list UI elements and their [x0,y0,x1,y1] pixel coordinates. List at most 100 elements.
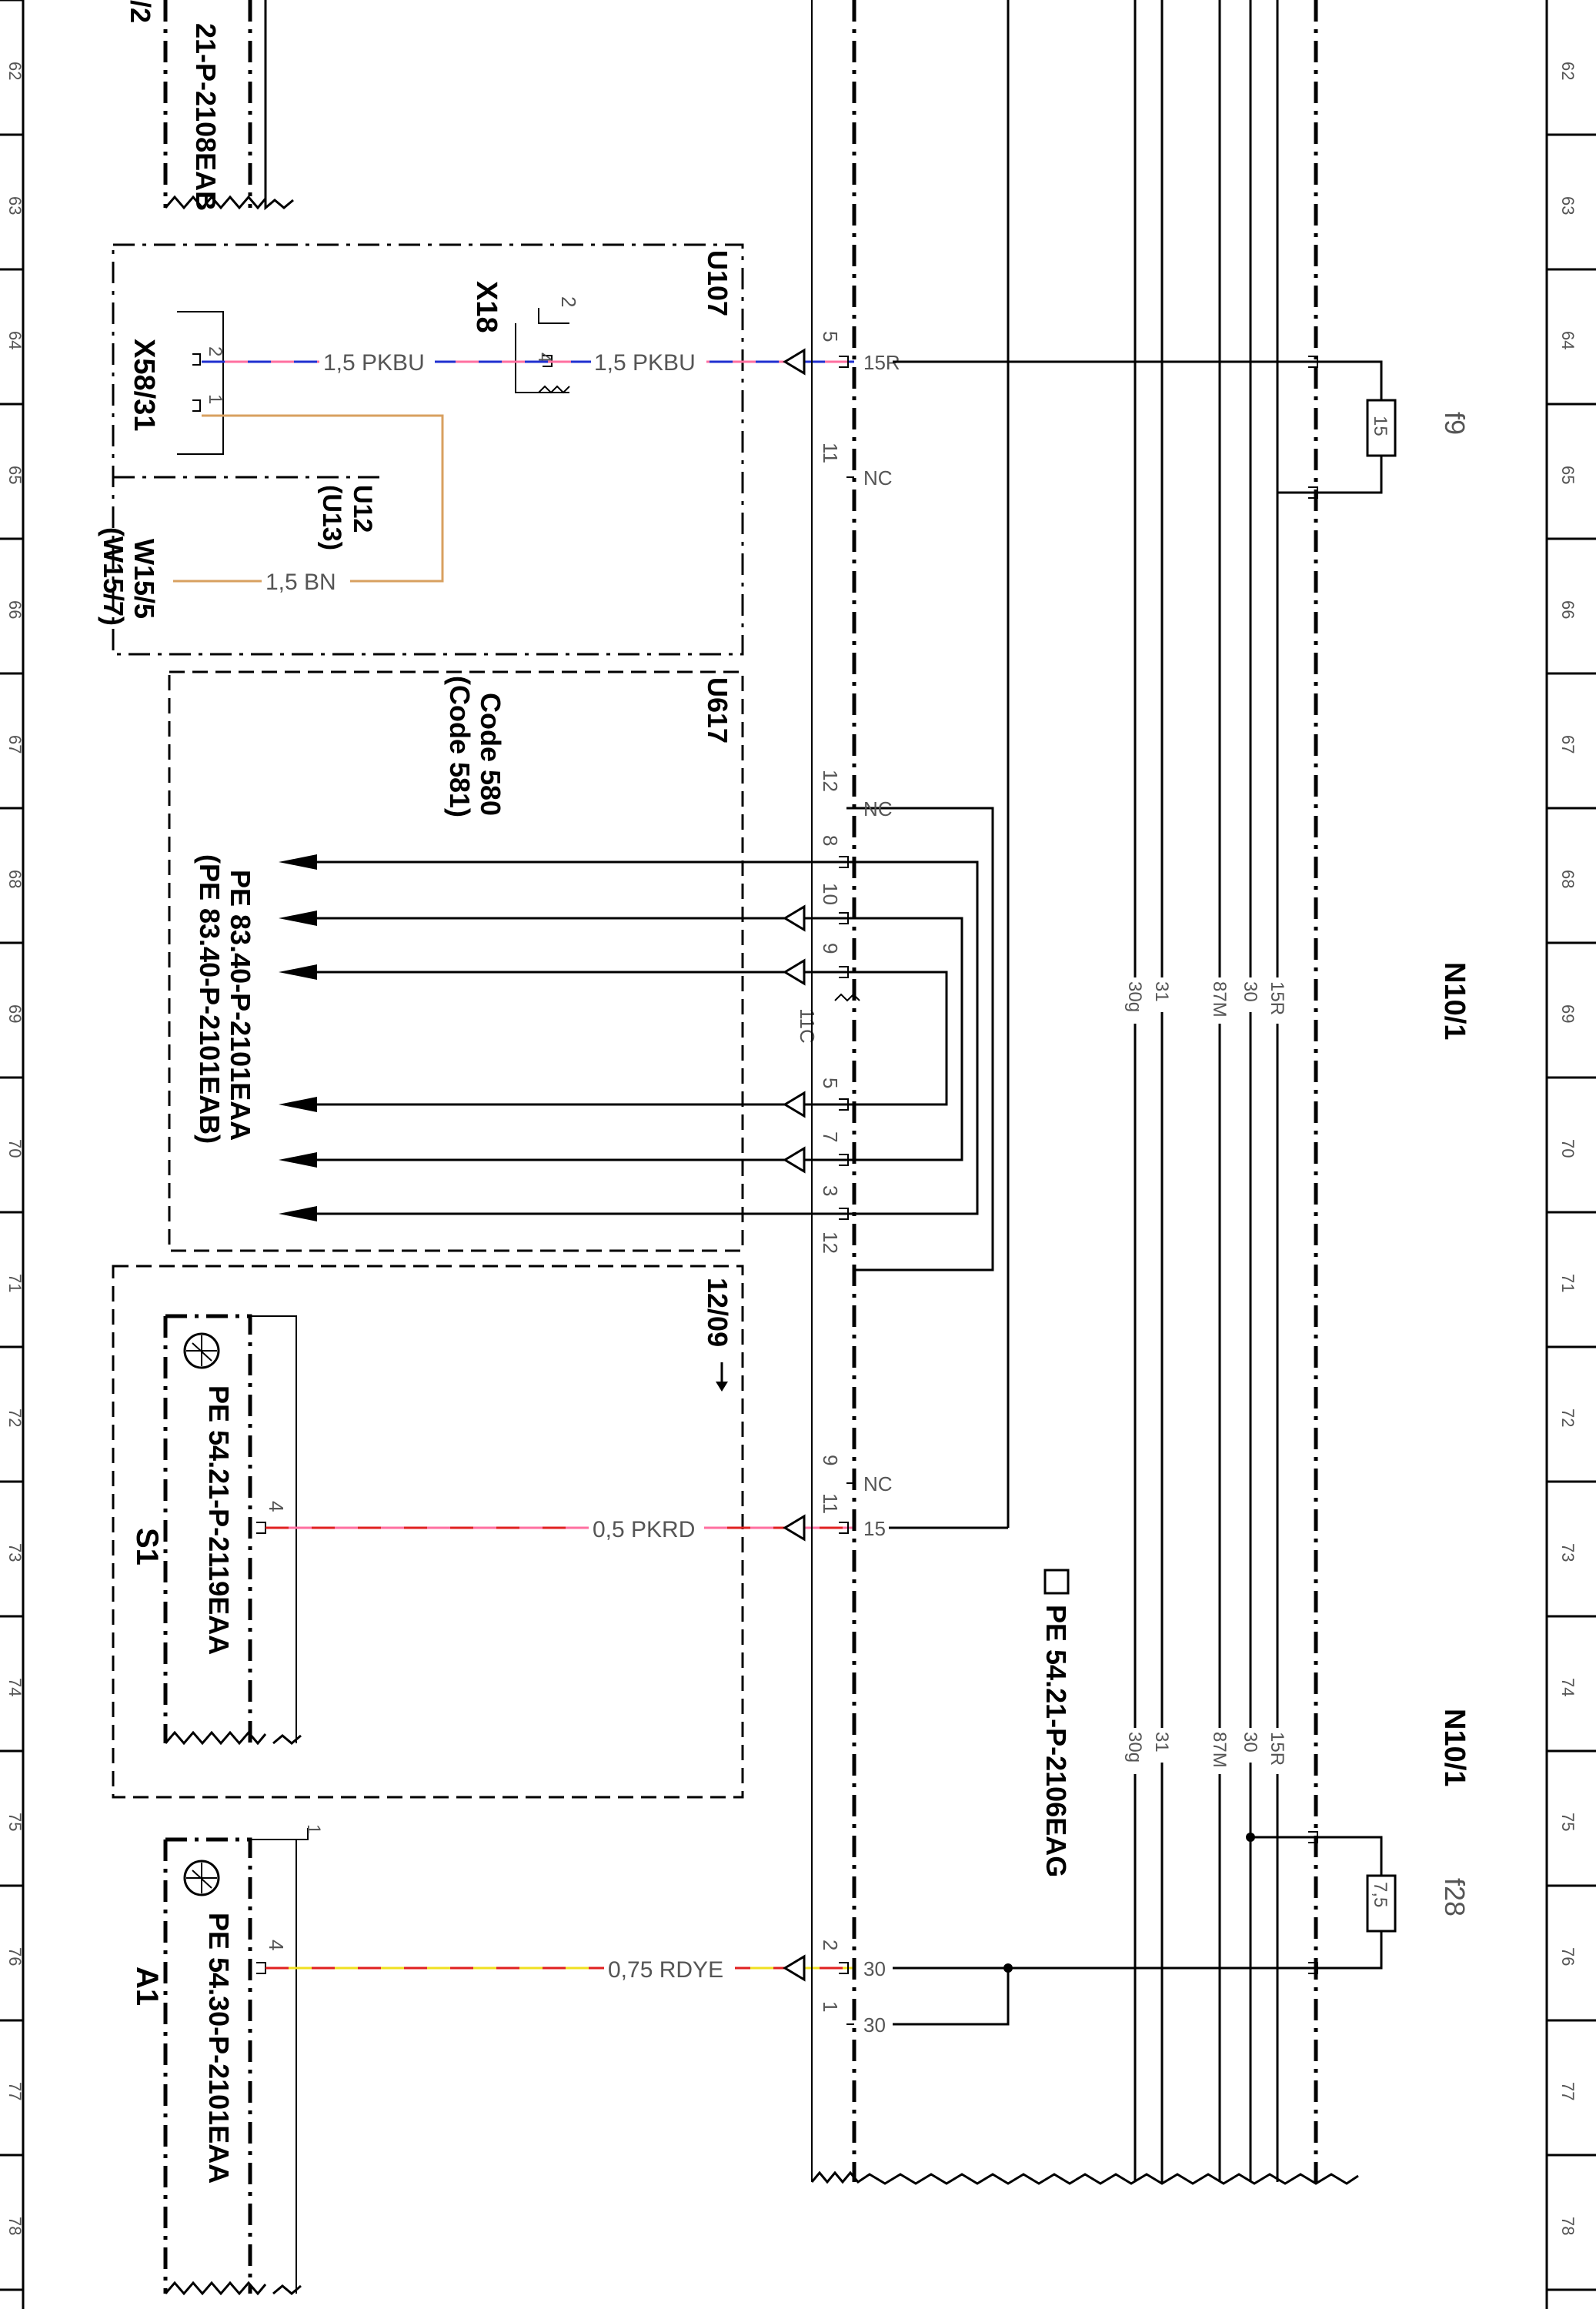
u617-block: U617 Code 580 (Code 581) [168,670,744,1252]
f28-label: f28 [1439,1878,1471,1916]
connector-open-arrows [783,348,806,1982]
u617-arrowheads [279,854,317,1221]
w15-ground: W15/5 (W15/7) [98,527,160,626]
f9-value: 15 [1370,416,1391,436]
pe5421-2119-ref: PE 54.21-P-2119EAA [203,1385,235,1655]
term-nc1: NC [863,466,893,490]
u617-label: U617 [702,677,733,743]
ruler-number-left: 77 [5,2082,25,2100]
code580-label: Code 580 [475,693,506,816]
connector-edge [810,0,1359,2185]
u617-pin5: 5 [819,1078,842,1088]
x58-label: X58/31 [128,339,160,431]
pkbu-wire: 1,5 PKBU 1,5 PKBU [202,348,854,376]
x18-label: X18 [470,281,503,333]
bus-bot-15r: 15R [1267,1732,1287,1766]
a1-pin4: 4 [265,1940,288,1950]
bus-top-31: 31 [1151,981,1172,1002]
bus-bot-31: 31 [1151,1732,1172,1753]
bus-labels-bottom: 15R 30 87M 31 30g [1124,1728,1287,1774]
pkrd-label: 0,5 PKRD [593,1517,695,1542]
bus-bot-87m: 87M [1209,1732,1230,1768]
ruler-number-left: 76 [5,1947,25,1966]
x18-pin2: 2 [557,296,580,307]
term-nc2: NC [863,797,893,820]
ruler-number-right: 63 [1558,196,1578,215]
ruler-number-left: 66 [5,600,25,619]
bus-bot-30g: 30g [1124,1732,1145,1763]
bn-wire: 1,5 BN [173,414,444,595]
top-ref2-text: /2 [125,0,156,23]
ruler-number-right: 68 [1558,870,1578,888]
w15b-label: (W15/7) [98,527,129,626]
bus-top-30g: 30g [1124,981,1145,1012]
ruler-number-right: 74 [1558,1678,1578,1696]
s1-label: S1 [130,1528,164,1566]
fuse-f28 [1250,1831,1397,1974]
bus-top-87m: 87M [1209,981,1230,1017]
block-1209: 12/09 [112,1265,744,1799]
pe83b-ref: (PE 83.40-P-2101EAB) [194,854,225,1144]
u107-pin11: 11 [819,443,842,463]
x18-connector: 2 4 X18 [470,281,580,394]
u617-open-arrows [783,904,806,1174]
fuse-f9 [1277,356,1397,499]
pe-2106-ref: PE 54.21-P-2106EAG [1040,1569,1072,1877]
u107-pin5: 5 [819,331,842,342]
u617-pin8: 8 [819,835,842,846]
u12-label: U12 [348,485,377,533]
ruler-number-right: 72 [1558,1408,1578,1427]
ruler-number-right: 62 [1558,62,1578,80]
ruler-number-left: 68 [5,870,25,888]
ruler-number-left: 78 [5,2217,25,2235]
pkrd-wire: 0,5 PKRD [265,1515,854,1542]
bus-top-15r: 15R [1267,981,1287,1015]
block-1209-label: 12/09 [702,1278,733,1347]
ruler-number-right: 65 [1558,466,1578,484]
ruler-number-left: 73 [5,1543,25,1562]
junction-dot [1003,1963,1013,1973]
u617-refs: PE 83.40-P-2101EAA (PE 83.40-P-2101EAB) [194,854,256,1144]
connector-pins [839,356,854,2025]
f9-label: f9 [1439,412,1471,435]
top-ref-text: 21-P-2108EAB [190,23,222,211]
u617-pin9: 9 [819,943,842,954]
term-30a: 30 [863,1957,886,1980]
u13-label: (U13) [317,485,346,550]
n10-top-label: N10/1 [1438,962,1471,1040]
bus-top-30: 30 [1240,981,1260,1002]
s1-pin11: 11 [819,1493,842,1514]
x18-pin4: 4 [534,353,555,363]
u617-pin12: 12 [819,770,842,792]
a1-box: 1 4 PE 54.30-P-2101EAA A1 [130,1824,324,2296]
ruler-number-right: 78 [1558,2217,1578,2235]
connector-terminal-labels: 15R NC NC NC 15 30 30 [863,351,900,2037]
u617-pin3: 3 [819,1185,842,1196]
ruler-number-right: 70 [1558,1139,1578,1158]
u107-label: U107 [702,250,733,316]
ruler-number-left: 64 [5,331,25,349]
ruler-number-left: 62 [5,62,25,80]
ruler-number-right: 67 [1558,735,1578,754]
top-left-block: 21-P-2108EAB /2 [125,0,294,211]
a1-pin2: 2 [819,1940,842,1950]
rdye-label: 0,75 RDYE [608,1957,723,1983]
u617-pin11c: 11C [796,1008,819,1044]
a1-pin1: 1 [819,2001,842,2012]
term-nc3: NC [863,1472,893,1495]
ruler-number-right: 75 [1558,1813,1578,1831]
f28-value: 7,5 [1370,1882,1391,1907]
ruler-number-left: 72 [5,1408,25,1427]
rdye-wire: 0,75 RDYE [265,1955,854,1983]
a1-label: A1 [130,1966,164,2006]
ruler-number-left: 69 [5,1004,25,1023]
s1-box: 4 PE 54.21-P-2119EAA S1 [130,1314,302,1746]
ruler-number-right: 64 [1558,331,1578,349]
ruler-number-left: 70 [5,1139,25,1158]
ruler-number-right: 66 [1558,600,1578,619]
bus-lines [1134,0,1318,2182]
book-icon [1043,1569,1070,1595]
pe5421-2106-ref: PE 54.21-P-2106EAG [1040,1605,1072,1877]
w15-label: W15/5 [129,539,160,619]
